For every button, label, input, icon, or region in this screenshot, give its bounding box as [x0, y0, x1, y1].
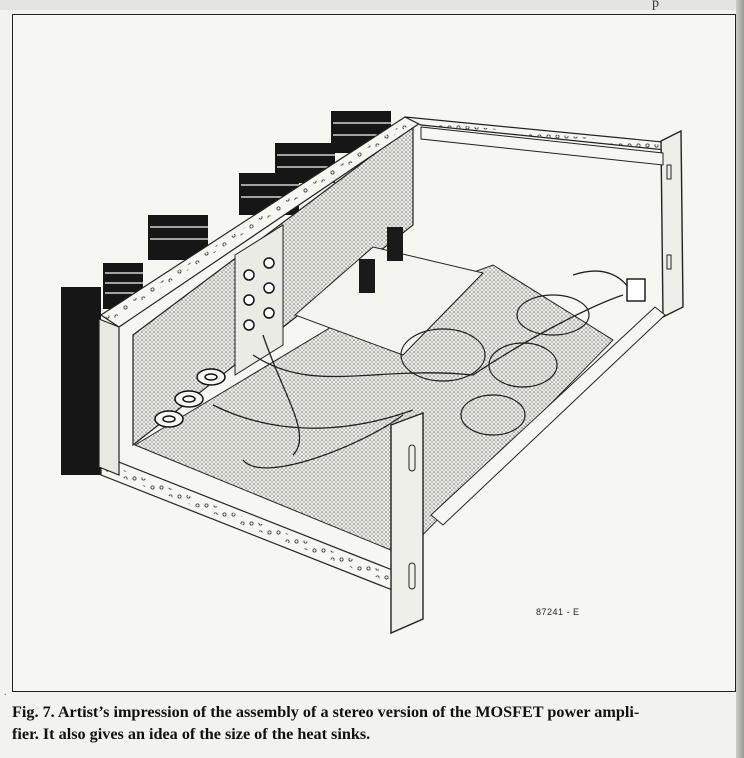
figure-caption: Fig. 7. Artist’s impression of the assem…	[12, 701, 740, 745]
page-corner-text: p	[652, 0, 659, 11]
left-end-panel	[98, 318, 120, 476]
amplifier-board	[294, 246, 484, 356]
connector-panel	[234, 224, 284, 376]
right-lower-rail	[430, 306, 666, 526]
chassis-base-plate	[133, 264, 614, 556]
figure-code-label: 87241 - E	[536, 607, 580, 617]
amplifier-assembly-illustration	[61, 111, 684, 635]
scan-speck: .	[4, 687, 7, 698]
caption-line-2: fier. It also gives an idea of the size …	[12, 725, 371, 743]
mains-socket	[626, 278, 646, 302]
scan-top-edge	[0, 0, 744, 10]
front-panel	[660, 129, 684, 319]
figure-frame: 87241 - E	[12, 14, 736, 692]
right-end-panel	[390, 411, 424, 635]
power-transistors	[154, 368, 226, 428]
scan-right-edge	[736, 0, 744, 758]
caption-line-1: Fig. 7. Artist’s impression of the assem…	[12, 703, 640, 721]
wiring	[212, 270, 634, 469]
right-side-rail	[420, 126, 664, 166]
